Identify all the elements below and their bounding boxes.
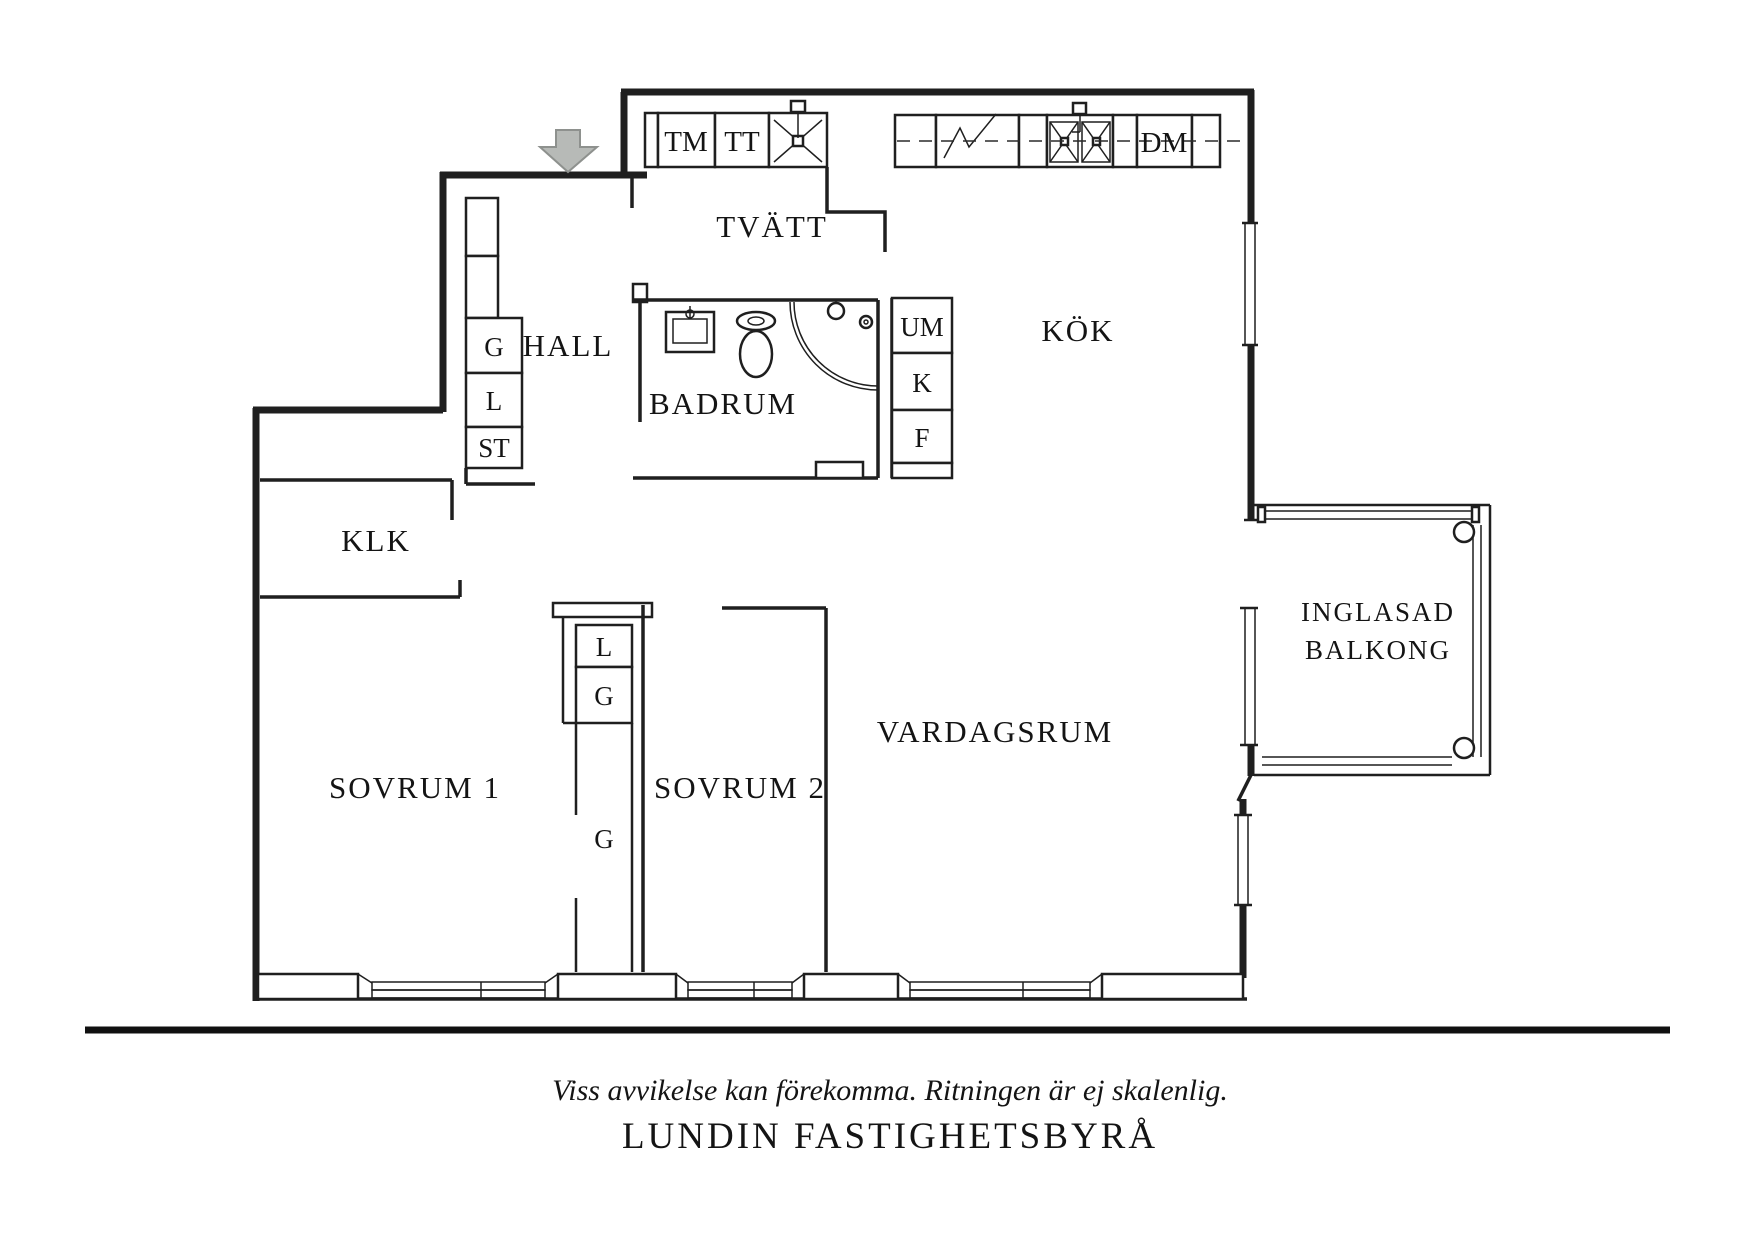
window-kok-glazing xyxy=(1244,223,1256,345)
hall-cabinets: G L ST xyxy=(464,196,535,486)
shower-glass-inner xyxy=(789,301,879,391)
shower-knob-icon xyxy=(858,314,874,330)
wall-chunk xyxy=(256,972,360,1001)
room-label-sovrum1: SOVRUM 1 xyxy=(329,770,501,805)
balcony-glazing-right xyxy=(1472,525,1482,757)
badrum xyxy=(631,282,894,480)
room-label-vardagsrum: VARDAGSRUM xyxy=(877,714,1114,749)
wardrobe-left-upper xyxy=(561,617,576,725)
balcony-glazing-bottom xyxy=(1262,756,1452,766)
badrum-door-sill xyxy=(814,460,865,480)
balcony-glazing-top xyxy=(1262,510,1478,520)
klk-walls xyxy=(260,478,462,599)
glazing-post xyxy=(1256,505,1267,524)
label-hall-l: L xyxy=(486,386,503,416)
balcony-post-circle-top xyxy=(1452,520,1476,544)
entry-arrow-icon xyxy=(537,129,600,174)
balcony-outline xyxy=(1254,503,1492,777)
window-sovrum1-frame2 xyxy=(371,989,546,999)
room-labels: TVÄTT HALL BADRUM KÖK KLK SOVRUM 1 SOVRU… xyxy=(329,209,1455,805)
room-label-balkong-2: BALKONG xyxy=(1305,635,1451,665)
label-closet-g2: G xyxy=(594,824,614,854)
hall-cabinet xyxy=(464,254,500,320)
wall-chunk xyxy=(802,972,900,1001)
laundry-faucet-icon xyxy=(789,99,807,114)
label-closet-l: L xyxy=(596,632,613,662)
wall-chunk xyxy=(556,972,678,1001)
shower-glass-outer xyxy=(793,301,879,387)
label-closet-g: G xyxy=(594,681,614,711)
kitchen-counter: DM xyxy=(893,101,1244,169)
kitchen-tall-units: UM K F xyxy=(890,296,954,480)
window-sovrum2-frame xyxy=(687,981,793,991)
window-reveals xyxy=(357,973,1103,984)
window-vardagsrum-frame2 xyxy=(909,989,1091,999)
window-sovrum2-frame2 xyxy=(687,989,793,999)
label-dm: DM xyxy=(1141,127,1188,159)
kitchen-faucet-icon xyxy=(1071,101,1088,116)
window-balcony-glazing xyxy=(1244,608,1256,745)
stove-icon xyxy=(943,113,997,159)
wardrobe-cap xyxy=(551,601,654,619)
microwave-um-box xyxy=(890,296,954,355)
wardrobe-g-box xyxy=(574,665,634,725)
hall-linen-l xyxy=(464,371,524,429)
balcony xyxy=(1254,503,1492,777)
kitchen-faucet-stem xyxy=(1072,114,1081,133)
washbasin-inner xyxy=(672,318,708,344)
label-f: F xyxy=(914,423,929,453)
right-windows xyxy=(1234,221,1258,907)
footer-brand: LUNDIN FASTIGHETSBYRÅ xyxy=(622,1116,1158,1157)
hall-niche xyxy=(464,196,500,258)
wall-tvatt-kok-step xyxy=(825,167,887,252)
sink-bowl-left xyxy=(1049,121,1079,163)
label-tt: TT xyxy=(724,126,760,158)
wall-chunk xyxy=(1100,972,1245,1001)
bedroom-wardrobes: L G G xyxy=(551,601,654,972)
wall-badrum-right xyxy=(876,298,894,478)
wall-below-st xyxy=(464,468,535,486)
outer-walls xyxy=(252,88,1255,1001)
window-vardagsrum-east-glazing xyxy=(1237,815,1249,905)
toilet-tank-lid xyxy=(747,316,765,326)
label-k: K xyxy=(912,368,932,398)
glazing-post xyxy=(1470,505,1481,524)
room-label-balkong-1: INGLASAD xyxy=(1301,597,1455,627)
balcony-post-circle-bottom xyxy=(1452,736,1476,760)
bottom-wall xyxy=(256,972,1245,1001)
room-label-tvatt: TVÄTT xyxy=(716,209,828,244)
shower-head-icon xyxy=(826,301,846,321)
label-hall-st: ST xyxy=(478,433,510,463)
unit-plinth xyxy=(890,461,954,480)
toilet-tank-icon xyxy=(735,310,777,332)
hall-cleaning-st xyxy=(464,425,524,470)
room-label-sovrum2: SOVRUM 2 xyxy=(654,770,826,805)
room-label-kok: KÖK xyxy=(1041,313,1114,348)
room-label-badrum: BADRUM xyxy=(649,386,797,421)
label-hall-g: G xyxy=(484,332,504,362)
window-kok-caps xyxy=(1242,221,1258,347)
shower-knob-dot xyxy=(863,319,869,325)
window-vardagsrum-frame xyxy=(909,981,1091,991)
wall-chamfer xyxy=(1236,774,1253,802)
window-balcony-caps xyxy=(1240,606,1258,747)
room-label-hall: HALL xyxy=(523,328,614,363)
laundry-cabinets: TM TT xyxy=(643,99,829,169)
footer-disclaimer: Viss avvikelse kan förekomma. Ritningen … xyxy=(552,1074,1228,1107)
label-tm: TM xyxy=(664,126,708,158)
label-um: UM xyxy=(900,312,944,342)
footer: Viss avvikelse kan förekomma. Ritningen … xyxy=(85,1026,1670,1157)
toilet-bowl-icon xyxy=(738,329,774,379)
window-sovrum1-frame xyxy=(371,981,546,991)
cabinet-box xyxy=(643,111,660,169)
window-vardagsrum-east-caps xyxy=(1234,813,1252,907)
sink-bowl-right xyxy=(1081,121,1111,163)
room-label-klk: KLK xyxy=(341,523,411,558)
